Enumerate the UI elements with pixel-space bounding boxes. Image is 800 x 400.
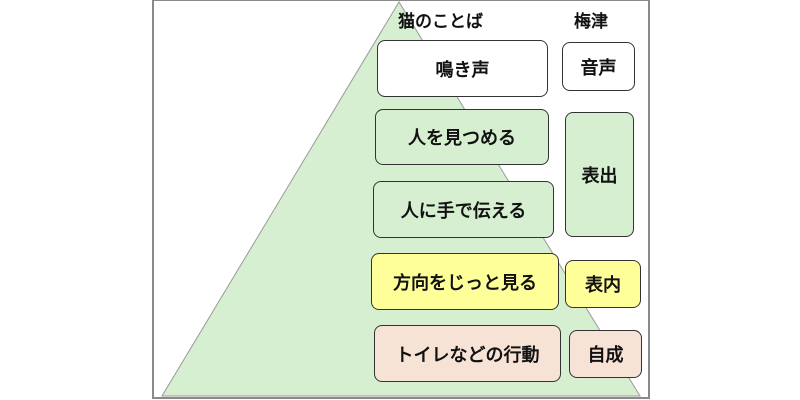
header-umezu: 梅津 [574,12,608,32]
cat-language-gazing-direction: 方向をじっと見る [371,253,559,310]
umezu-self-formation: 自成 [569,330,642,378]
cat-language-toilet-behavior: トイレなどの行動 [374,325,561,382]
umezu-expression: 表出 [565,112,634,237]
umezu-voice: 音声 [562,42,635,91]
cat-language-vocalization: 鳴き声 [377,40,548,97]
header-cat-language: 猫のことば [398,12,483,32]
cat-language-staring-at-person: 人を見つめる [375,109,549,165]
umezu-inner-expression: 表内 [565,260,641,308]
diagram-frame [152,0,650,399]
cat-language-hand-gesture: 人に手で伝える [373,181,554,238]
